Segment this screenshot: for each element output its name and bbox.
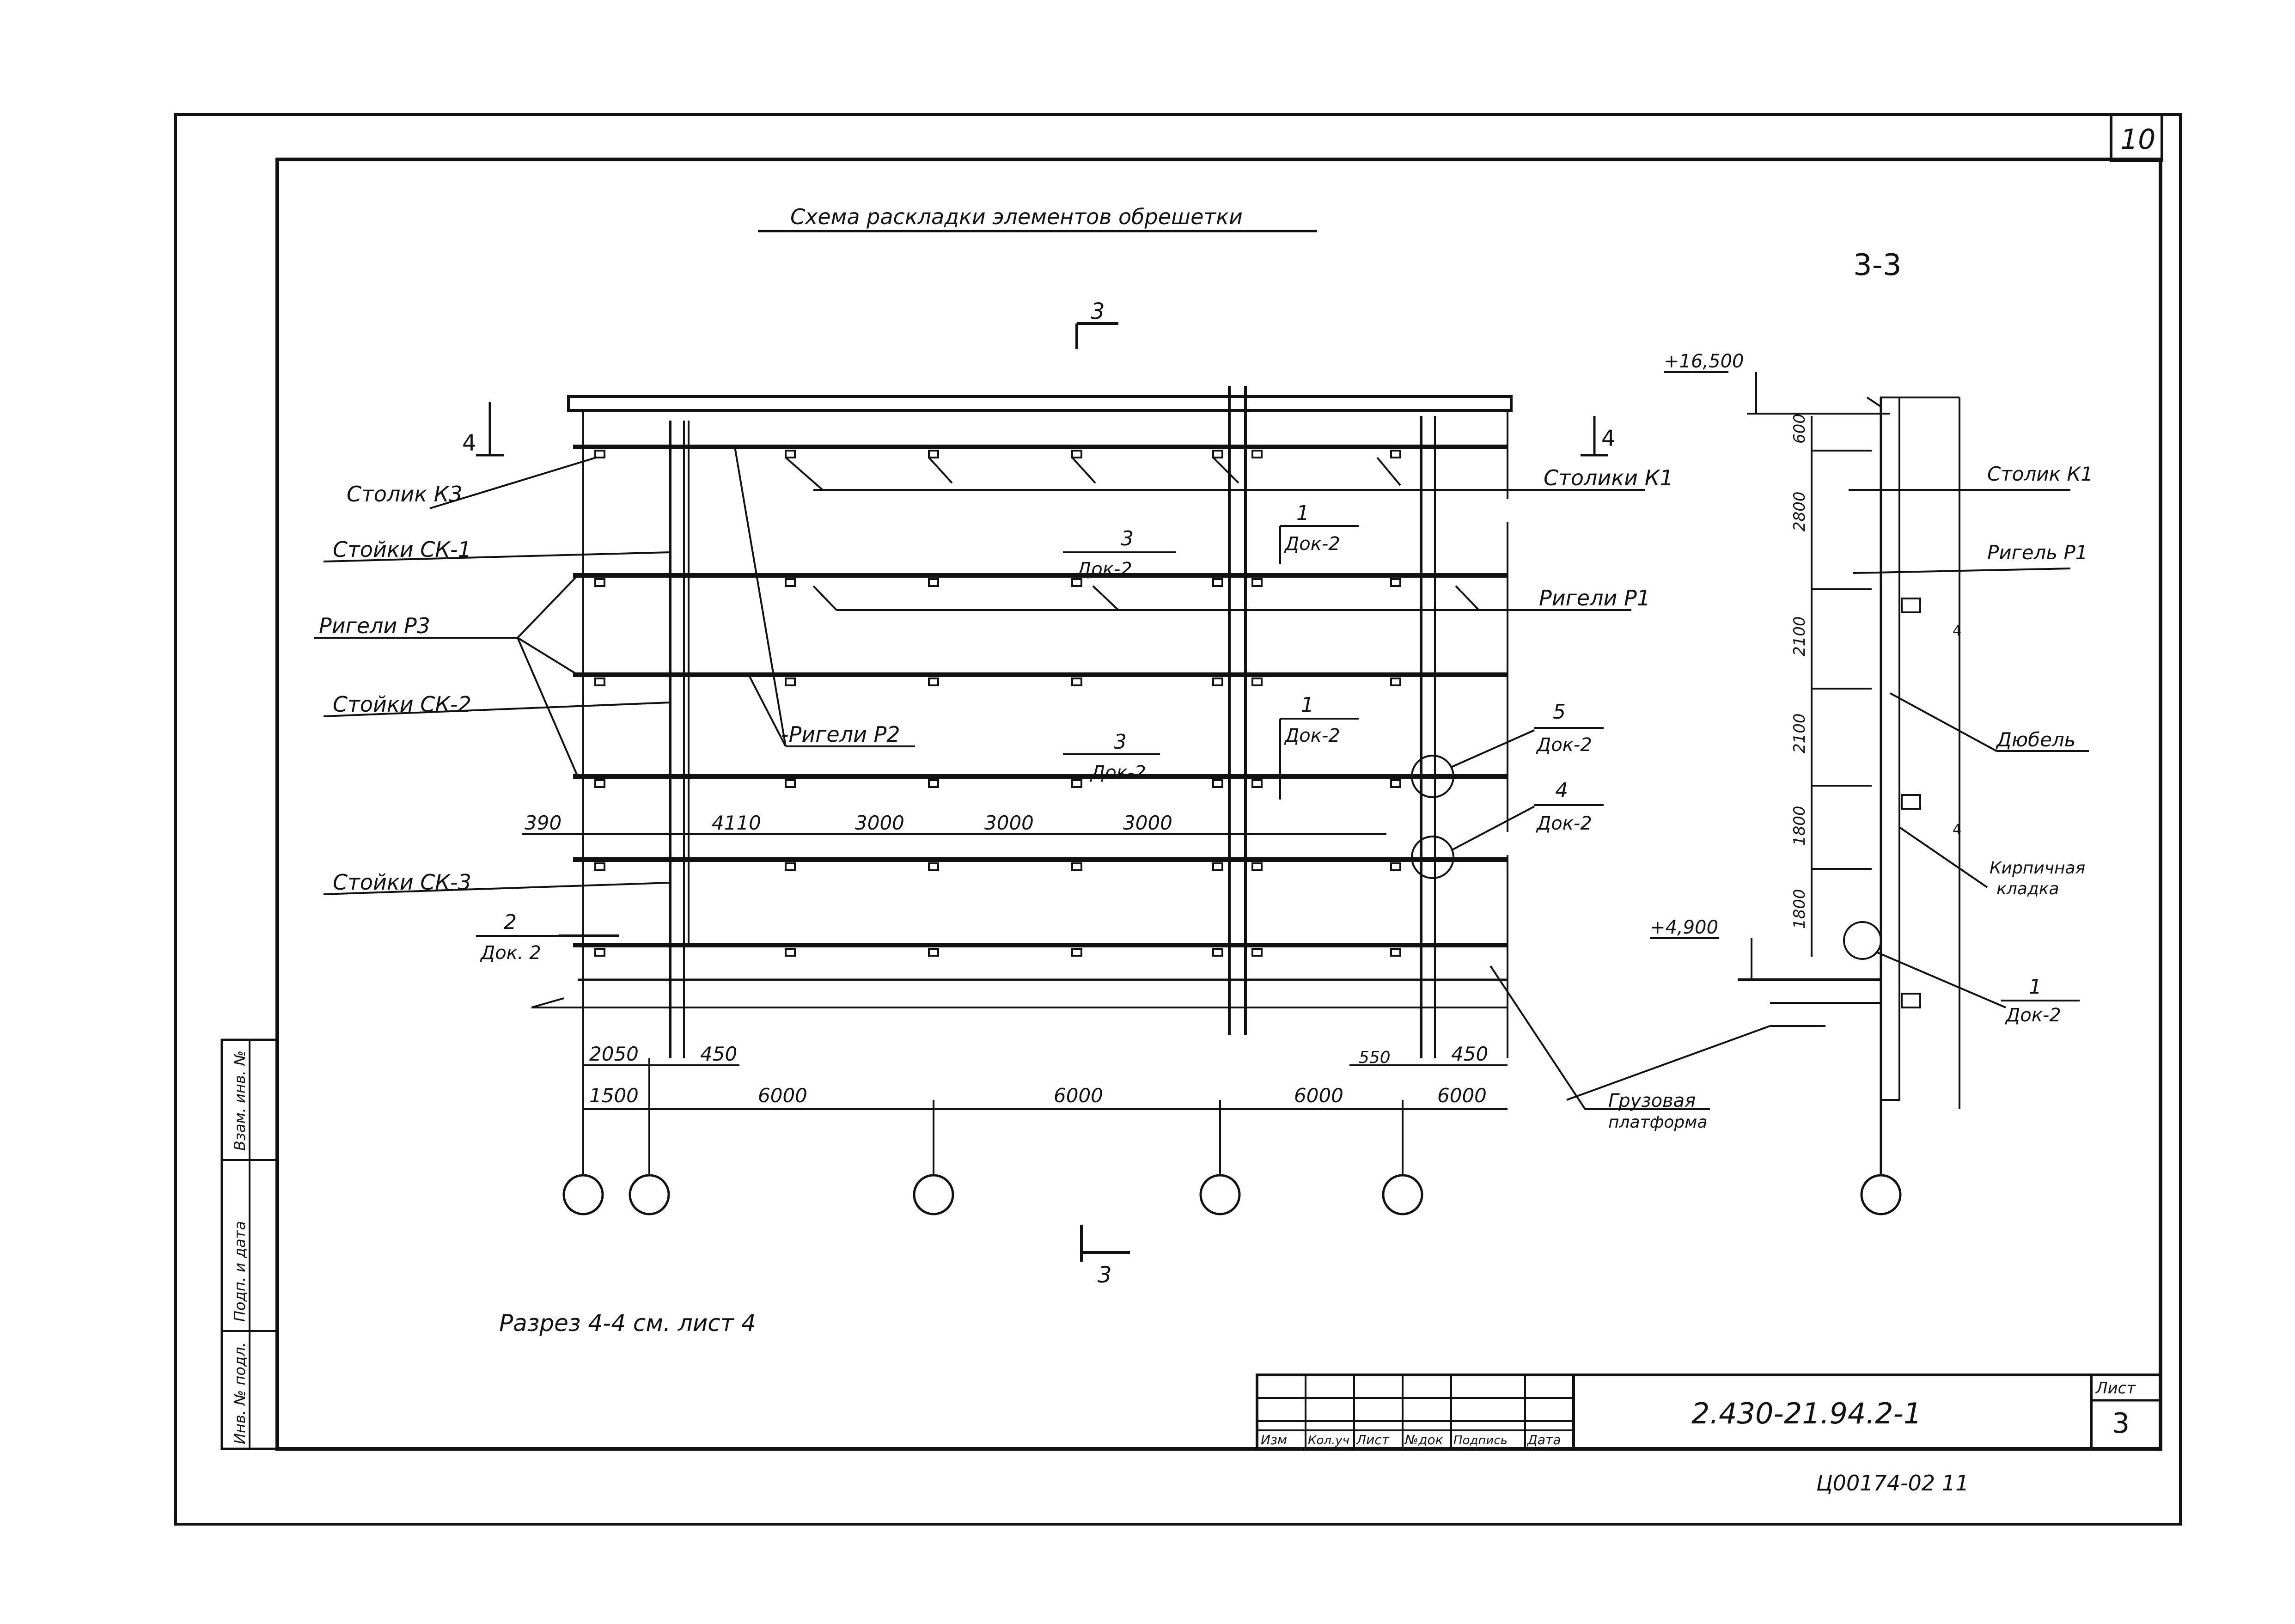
svg-text:1: 1 (1296, 501, 1309, 525)
svg-text:Док-2: Док-2 (1284, 725, 1340, 746)
cut-mark-4-right: 4 (1581, 416, 1616, 457)
svg-text:Подпись: Подпись (1453, 1434, 1508, 1447)
svg-text:2050: 2050 (589, 1043, 639, 1065)
svg-text:Док-2: Док-2 (1536, 734, 1592, 756)
callout-3a: 3 Док-2 (1063, 527, 1176, 580)
svg-text:4: 4 (462, 430, 476, 456)
svg-text:Кирпичная: Кирпичная (1990, 859, 2085, 878)
label-rigeli-p3: Ригели Р3 (319, 613, 430, 638)
callout-4: 4 Док-2 (1411, 779, 1604, 879)
svg-text:Док-2: Док-2 (1090, 762, 1146, 783)
label-gruzovaya: Грузовая (1608, 1090, 1696, 1111)
svg-text:3: 3 (1091, 299, 1105, 324)
cut-mark-3-bottom: 3 (1080, 1225, 1130, 1288)
cut-mark-4-left: 4 (462, 402, 504, 457)
label-rigeli-p1: Ригели Р1 (1539, 586, 1650, 611)
svg-text:3000: 3000 (1123, 812, 1172, 834)
front-elevation (531, 386, 1710, 1110)
svg-text:Док-2: Док-2 (2005, 1005, 2061, 1026)
section-3-3: +16,500 600 2800 2100 2100 1800 1800 4 4… (1566, 351, 2093, 1174)
callout-1: 1 Док-2 (1279, 501, 1359, 564)
outer-frame (174, 113, 2182, 1526)
svg-text:4: 4 (1953, 822, 1961, 838)
svg-text:№док: №док (1404, 1432, 1443, 1447)
svg-text:1: 1 (2029, 975, 2042, 999)
svg-text:Изм: Изм (1261, 1432, 1287, 1447)
svg-text:550: 550 (1359, 1048, 1391, 1067)
corner-number: 10 (2120, 123, 2155, 156)
elevation-bottom: +4,900 (1650, 917, 1718, 938)
standards (669, 386, 1436, 1058)
svg-text:2: 2 (504, 910, 517, 934)
label-rigeli-p2: -Ригели Р2 (781, 722, 900, 747)
svg-text:2100: 2100 (1790, 616, 1809, 656)
elevation-top: +16,500 (1664, 351, 1744, 372)
svg-text:Док. 2: Док. 2 (480, 942, 541, 964)
svg-text:Лист: Лист (1356, 1432, 1390, 1447)
side-stamp: Взам. инв. № Подп. и дата Инв. № подл. (220, 1038, 279, 1450)
left-labels: Столик К3 Стойки СК-1 Ригели Р3 Стойки С… (314, 457, 671, 895)
svg-text:Кол.уч: Кол.уч (1308, 1434, 1349, 1447)
svg-text:6000: 6000 (1437, 1084, 1487, 1107)
svg-text:6000: 6000 (1294, 1084, 1343, 1107)
svg-text:3: 3 (1114, 730, 1127, 754)
sheet-label: Лист (2095, 1379, 2136, 1398)
svg-text:450: 450 (700, 1043, 737, 1065)
svg-text:Док-2: Док-2 (1536, 813, 1592, 834)
svg-text:450: 450 (1451, 1043, 1488, 1065)
svg-text:6000: 6000 (1054, 1084, 1103, 1107)
svg-text:2800: 2800 (1790, 491, 1809, 531)
svg-text:кладка: кладка (1996, 879, 2059, 898)
label-platforma: платформа (1608, 1113, 1707, 1132)
inner-frame (275, 158, 2162, 1451)
svg-text:Дата: Дата (1526, 1432, 1561, 1447)
svg-text:3: 3 (1121, 527, 1134, 550)
svg-text:1: 1 (1301, 693, 1314, 717)
cut-mark-3-top: 3 (1075, 299, 1118, 349)
dims-bottom: 2050 450 550 450 1500 6000 6000 6000 600… (582, 1043, 1508, 1174)
svg-text:390: 390 (525, 812, 562, 834)
section-3-3-title: 3-3 (1853, 248, 1902, 282)
svg-text:3000: 3000 (984, 812, 1034, 834)
svg-text:5: 5 (1553, 700, 1566, 724)
brackets (594, 450, 1401, 957)
callout-5: 5 Док-2 (1411, 700, 1604, 798)
svg-text:2100: 2100 (1790, 713, 1809, 753)
svg-text:Док-2: Док-2 (1076, 559, 1132, 580)
label-stoliki-k1: Столики К1 (1544, 465, 1673, 490)
drawing-title: Схема раскладки элементов обрешетки (790, 204, 1243, 229)
razrez-note: Разрез 4-4 см. лист 4 (499, 1310, 756, 1337)
callout-2: 2 Док. 2 (476, 910, 619, 964)
callout-3b: 3 Док-2 (1063, 730, 1160, 783)
svg-text:600: 600 (1790, 414, 1809, 444)
stamp-code: Ц00174-02 11 (1816, 1471, 1969, 1496)
svg-text:Дюбель: Дюбель (1996, 728, 2076, 751)
dims-ledger: 390 4110 3000 3000 3000 (522, 812, 1386, 835)
svg-text:4: 4 (1555, 779, 1568, 802)
svg-text:6000: 6000 (758, 1084, 807, 1107)
svg-text:4: 4 (1953, 623, 1961, 639)
side-stamp-2: Подп. и дата (231, 1221, 249, 1322)
drawing-code: 2.430-21.94.2-1 (1691, 1397, 1922, 1430)
svg-text:Ригель Р1: Ригель Р1 (1987, 541, 2088, 564)
side-stamp-1: Взам. инв. № (231, 1050, 249, 1151)
callout-1b: 1 Док-2 (1279, 693, 1359, 800)
svg-text:1500: 1500 (589, 1084, 639, 1107)
side-stamp-3: Инв. № подл. (231, 1342, 249, 1444)
sheet-number: 3 (2112, 1407, 2130, 1440)
svg-text:1800: 1800 (1790, 806, 1809, 846)
corner-number-box (2110, 113, 2163, 162)
ledgers (573, 445, 1508, 947)
svg-text:Док-2: Док-2 (1284, 533, 1340, 555)
svg-text:3000: 3000 (855, 812, 904, 834)
label-stolik-k3: Столик К3 (347, 482, 463, 507)
svg-text:3: 3 (1098, 1262, 1112, 1288)
svg-text:Столик К1: Столик К1 (1987, 463, 2093, 485)
svg-text:4: 4 (1601, 426, 1616, 452)
axis-bubbles (562, 1174, 1902, 1215)
title-block: Изм Кол.уч Лист №док Подпись Дата 2.430-… (1256, 1374, 2162, 1496)
svg-text:1800: 1800 (1790, 889, 1809, 929)
svg-text:4110: 4110 (712, 812, 761, 834)
